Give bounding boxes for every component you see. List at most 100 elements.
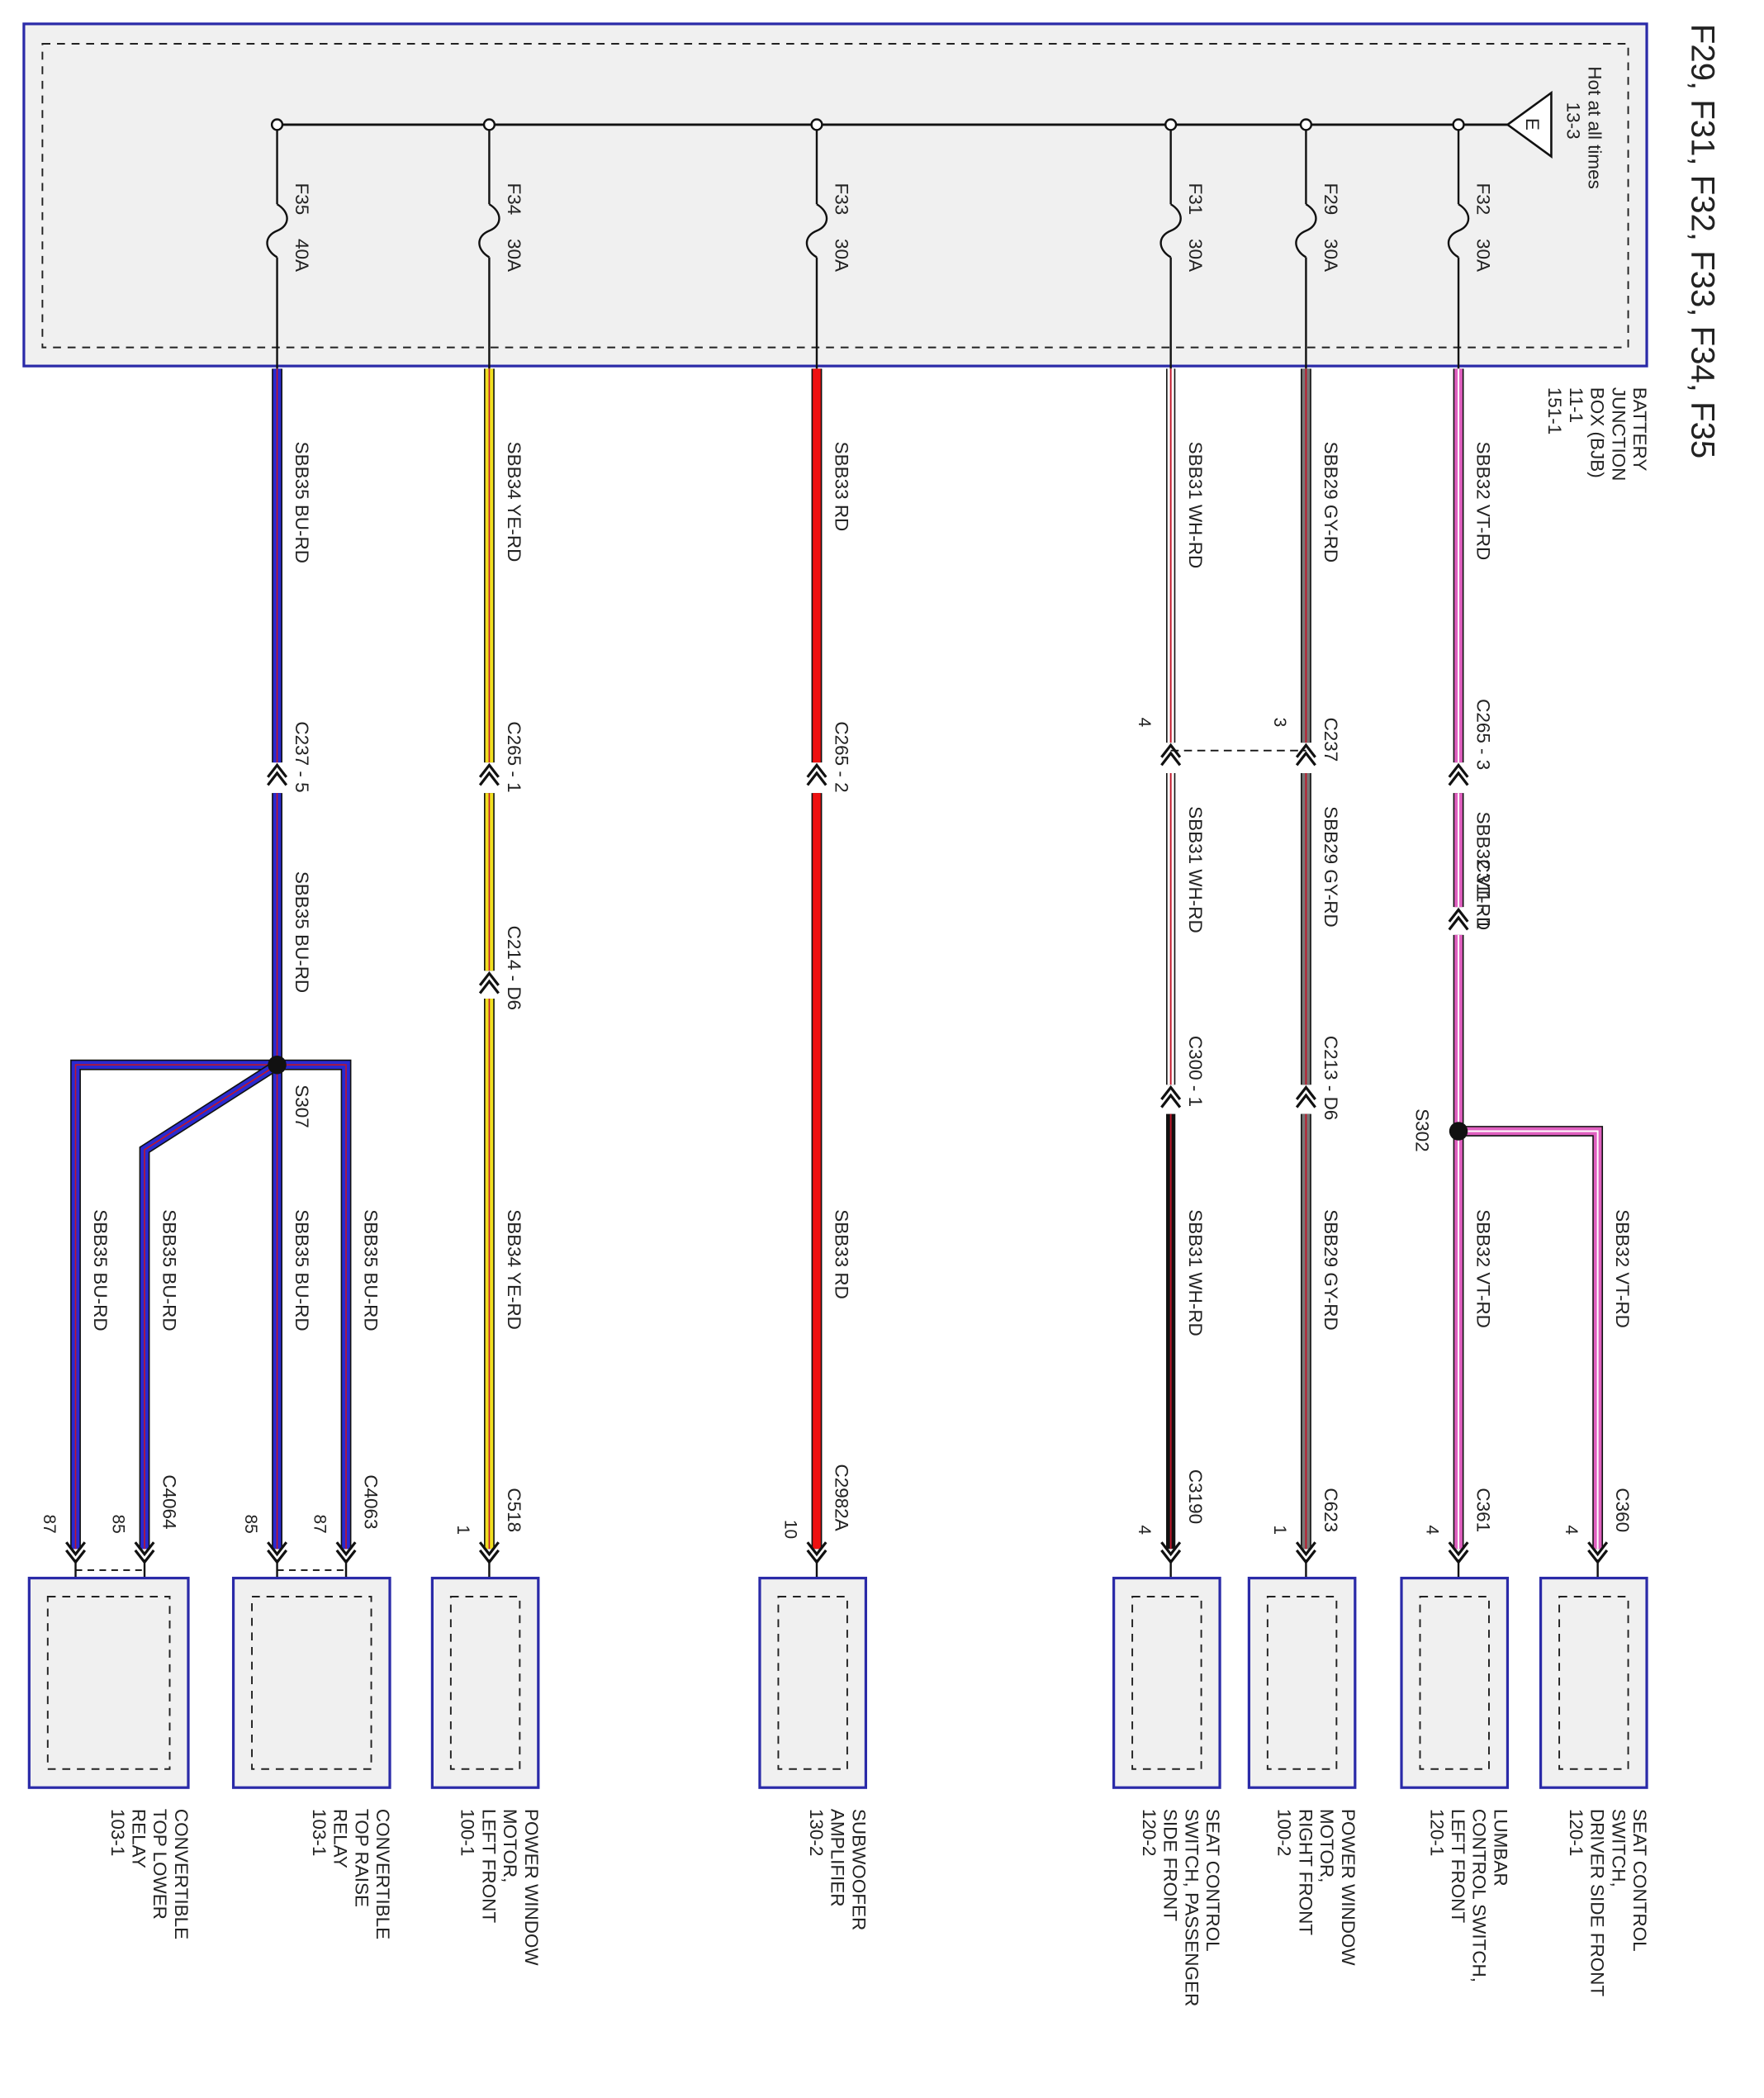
wire-label-sbb34-a: SBB34 YE-RD (504, 442, 524, 562)
svg-text:120-2: 120-2 (1139, 1809, 1159, 1856)
end-connector-c623: C623 1 (1270, 1488, 1341, 1578)
junction-box-name: BATTERY JUNCTION BOX (BJB) 11-1 151-1 (1544, 387, 1650, 482)
end-connector-c3190: C3190 4 (1135, 1469, 1206, 1578)
svg-text:1: 1 (1270, 1525, 1289, 1535)
connector-c214-label: C214 - D6 (504, 926, 524, 1010)
svg-text:AMPLIFIER: AMPLIFIER (827, 1809, 848, 1907)
wire-label-sbb34-b: SBB34 YE-RD (504, 1209, 524, 1330)
svg-text:4: 4 (1135, 1525, 1154, 1535)
connector-c237-label: C237 (1321, 718, 1341, 762)
fuse-f31: F31 30A (1159, 118, 1206, 369)
wire-label-sbb33-a: SBB33 RD (831, 442, 851, 532)
connector-c265-3-icon (1448, 763, 1469, 787)
svg-text:100-2: 100-2 (1274, 1809, 1295, 1856)
connector-c265-3-label: C265 - 3 (1473, 699, 1494, 770)
svg-text:C4064: C4064 (159, 1474, 179, 1529)
svg-text:11-1: 11-1 (1566, 387, 1586, 423)
svg-text:85: 85 (108, 1514, 127, 1533)
wire-label-sbb35-f: SBB35 BU-RD (90, 1209, 111, 1331)
svg-text:130-2: 130-2 (806, 1809, 827, 1856)
connector-c237-5-icon (266, 763, 288, 787)
wire-label-sbb29-c: SBB29 GY-RD (1321, 1209, 1341, 1331)
svg-text:LEFT FRONT: LEFT FRONT (1448, 1809, 1468, 1923)
connector-c265-1-icon (478, 763, 500, 787)
junction-box (22, 22, 1648, 368)
connector-c237-pin-3: 3 (1270, 718, 1289, 728)
svg-text:13-3: 13-3 (1563, 102, 1584, 140)
end-connector-c360: C360 4 (1562, 1488, 1633, 1578)
svg-text:10: 10 (780, 1520, 799, 1539)
connector-c300-label: C300 - 1 (1185, 1036, 1206, 1107)
fuse-f35: F35 40A (266, 118, 312, 369)
svg-text:Hot at all times: Hot at all times (1584, 66, 1605, 189)
component-power-window-right: POWER WINDOW MOTOR, RIGHT FRONT 100-2 (1247, 1576, 1359, 1966)
connector-c300-icon (1159, 1085, 1182, 1109)
svg-text:F33: F33 (831, 183, 851, 216)
svg-text:SEAT CONTROL: SEAT CONTROL (1629, 1809, 1650, 1952)
connector-c237-pin-4: 4 (1135, 718, 1154, 728)
connector-c213-icon (1295, 1085, 1317, 1109)
connector-c311-1-label: C311 - 1 (1473, 859, 1494, 929)
connector-c237-icon-b (1159, 743, 1182, 767)
svg-text:LEFT FRONT: LEFT FRONT (478, 1809, 499, 1923)
svg-text:C361: C361 (1473, 1488, 1494, 1532)
svg-text:C2982A: C2982A (831, 1464, 851, 1531)
end-connector-c4064: C4064 85 87 (40, 1474, 179, 1578)
svg-text:F35: F35 (292, 183, 312, 216)
svg-text:120-1: 120-1 (1426, 1809, 1447, 1856)
wire-label-sbb29-a: SBB29 GY-RD (1321, 442, 1341, 563)
svg-text:SIDE FRONT: SIDE FRONT (1160, 1809, 1181, 1921)
connector-c213-label: C213 - D6 (1321, 1036, 1341, 1120)
svg-text:CONVERTIBLE: CONVERTIBLE (171, 1809, 192, 1939)
hot-at-all-times-label: Hot at all times 13-3 (1563, 66, 1605, 189)
svg-text:DRIVER SIDE FRONT: DRIVER SIDE FRONT (1587, 1809, 1608, 1996)
wire-label-sbb31-a: SBB31 WH-RD (1185, 442, 1206, 569)
connector-c214-icon (478, 971, 500, 995)
wire-label-sbb29-b: SBB29 GY-RD (1321, 806, 1341, 928)
svg-text:BATTERY: BATTERY (1629, 387, 1650, 472)
svg-text:LUMBAR: LUMBAR (1490, 1809, 1510, 1887)
end-connector-c4063: C4063 87 85 (241, 1474, 382, 1578)
svg-text:C3190: C3190 (1185, 1469, 1206, 1524)
end-connector-c2982a: C2982A 10 (780, 1464, 851, 1578)
svg-text:MOTOR,: MOTOR, (1316, 1809, 1337, 1882)
svg-text:F32: F32 (1473, 183, 1494, 216)
wire-label-sbb32-c: SBB32 VT-RD (1473, 1209, 1494, 1328)
svg-text:40A: 40A (292, 239, 312, 272)
junction-box-inner (41, 43, 1629, 349)
svg-text:MOTOR,: MOTOR, (500, 1809, 520, 1882)
connector-c265-2-icon (806, 763, 827, 787)
wire-sbb32 (1449, 368, 1604, 1550)
wire-sbb35 (70, 368, 352, 1550)
svg-text:120-1: 120-1 (1566, 1809, 1586, 1856)
wire-label-sbb32-d: SBB32 VT-RD (1612, 1209, 1633, 1328)
component-power-window-left: POWER WINDOW MOTOR, LEFT FRONT 100-1 (430, 1576, 542, 1966)
wire-label-sbb32-a: SBB32 VT-RD (1473, 442, 1494, 561)
component-seat-control-driver: SEAT CONTROL SWITCH, DRIVER SIDE FRONT 1… (1539, 1576, 1650, 1996)
source-flag-icon: E (1506, 90, 1553, 159)
svg-text:RELAY: RELAY (330, 1809, 351, 1868)
connector-c265-2-label: C265 - 2 (831, 721, 851, 792)
svg-text:103-1: 103-1 (309, 1809, 330, 1856)
splice-s302-label: S302 (1412, 1108, 1433, 1151)
svg-text:CONVERTIBLE: CONVERTIBLE (372, 1809, 393, 1939)
svg-text:30A: 30A (831, 239, 851, 272)
wire-label-sbb31-c: SBB31 WH-RD (1185, 1209, 1206, 1336)
svg-text:C518: C518 (504, 1488, 524, 1532)
wire-label-sbb32-b: SBB32 VT-RD (1473, 812, 1494, 931)
svg-text:87: 87 (40, 1514, 59, 1533)
svg-text:C4063: C4063 (361, 1474, 382, 1529)
svg-text:SEAT CONTROL: SEAT CONTROL (1202, 1809, 1223, 1952)
fuse-f32: F32 30A (1447, 118, 1494, 369)
svg-text:F31: F31 (1185, 183, 1206, 216)
svg-text:C360: C360 (1612, 1488, 1633, 1532)
svg-text:85: 85 (241, 1514, 260, 1533)
connector-c265-1-label: C265 - 1 (504, 721, 524, 792)
svg-text:100-1: 100-1 (458, 1809, 478, 1856)
svg-text:30A: 30A (1185, 239, 1206, 272)
svg-text:SUBWOOFER: SUBWOOFER (848, 1809, 869, 1930)
svg-text:BOX (BJB): BOX (BJB) (1587, 387, 1608, 478)
wire-label-sbb31-b: SBB31 WH-RD (1185, 806, 1206, 933)
